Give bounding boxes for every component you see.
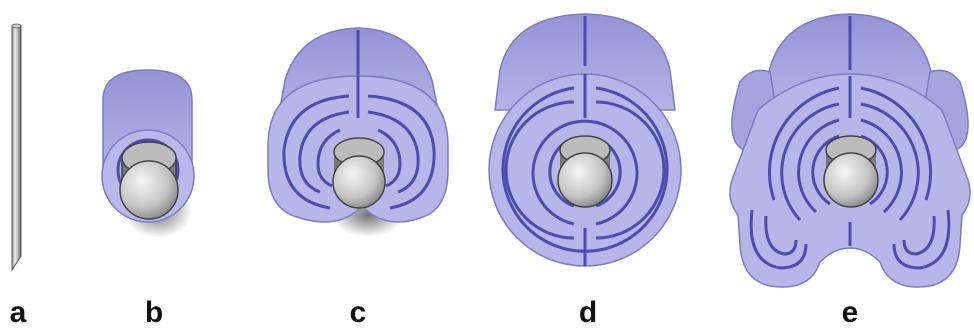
panel-b-dilator — [102, 70, 194, 238]
panel-d-dilator — [489, 14, 681, 266]
panel-label-b: b — [145, 296, 163, 329]
panel-label-d: d — [579, 296, 597, 329]
panel-a-needle — [12, 24, 21, 270]
panel-label-a: a — [10, 296, 27, 329]
panel-c-dilator — [268, 28, 448, 237]
panel-label-e: e — [842, 296, 859, 329]
panel-e-dilator — [730, 14, 970, 287]
panel-label-c: c — [350, 296, 367, 329]
